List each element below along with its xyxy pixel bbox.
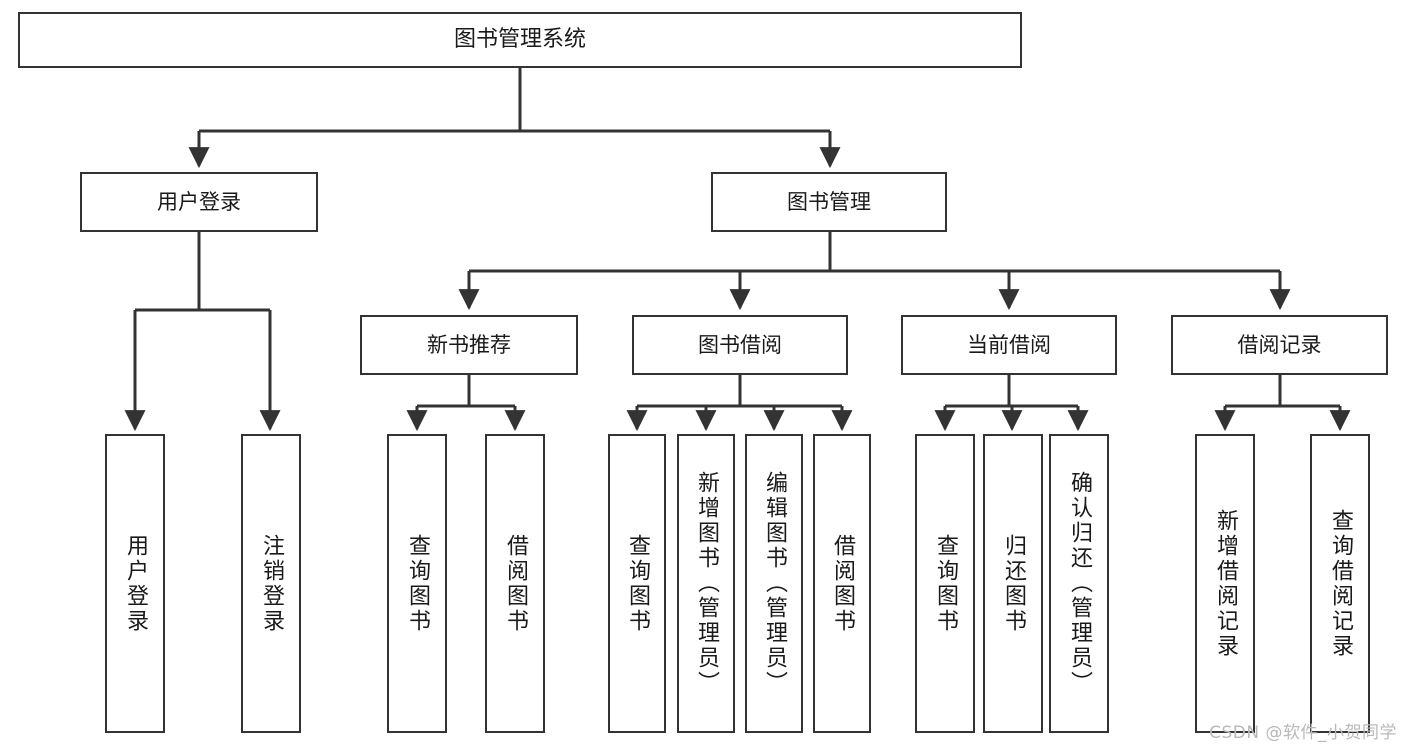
csdn-watermark: CSDN @软件_小贺同学 bbox=[1209, 723, 1397, 743]
node-book-management[interactable]: 图书管理 bbox=[711, 172, 947, 232]
node-book-borrow-label: 图书借阅 bbox=[698, 332, 782, 357]
node-leaf-confirm-return[interactable]: 确认归还（管理员） bbox=[1049, 434, 1109, 733]
node-leaf-query-book-1[interactable]: 查询图书 bbox=[387, 434, 447, 733]
node-leaf-user-login[interactable]: 用户登录 bbox=[105, 434, 165, 733]
node-book-borrow[interactable]: 图书借阅 bbox=[632, 315, 848, 375]
node-root[interactable]: 图书管理系统 bbox=[18, 12, 1022, 68]
node-leaf-borrow-book-1-label: 借阅图书 bbox=[503, 533, 528, 634]
node-leaf-edit-book-label: 编辑图书（管理员） bbox=[762, 471, 787, 696]
node-leaf-return-book-label: 归还图书 bbox=[1001, 533, 1026, 634]
node-leaf-query-book-2-label: 查询图书 bbox=[625, 533, 650, 634]
node-leaf-borrow-book-2-label: 借阅图书 bbox=[830, 533, 855, 634]
node-new-book-recommend[interactable]: 新书推荐 bbox=[360, 315, 578, 375]
node-root-label: 图书管理系统 bbox=[453, 27, 586, 53]
node-borrow-record-label: 借阅记录 bbox=[1237, 332, 1322, 357]
node-borrow-record[interactable]: 借阅记录 bbox=[1171, 315, 1388, 375]
node-current-borrow-label: 当前借阅 bbox=[967, 332, 1051, 357]
node-leaf-logout[interactable]: 注销登录 bbox=[241, 434, 301, 733]
node-current-borrow[interactable]: 当前借阅 bbox=[901, 315, 1117, 375]
node-leaf-edit-book[interactable]: 编辑图书（管理员） bbox=[745, 434, 803, 733]
node-leaf-query-book-3[interactable]: 查询图书 bbox=[915, 434, 975, 733]
node-leaf-add-book[interactable]: 新增图书（管理员） bbox=[677, 434, 735, 733]
node-leaf-query-record[interactable]: 查询借阅记录 bbox=[1310, 434, 1370, 733]
node-leaf-query-book-2[interactable]: 查询图书 bbox=[608, 434, 666, 733]
node-leaf-add-record[interactable]: 新增借阅记录 bbox=[1195, 434, 1255, 733]
node-user-login-label: 用户登录 bbox=[157, 189, 241, 214]
node-new-book-recommend-label: 新书推荐 bbox=[427, 332, 511, 357]
node-leaf-query-record-label: 查询借阅记录 bbox=[1328, 508, 1353, 659]
node-leaf-query-book-1-label: 查询图书 bbox=[405, 533, 430, 634]
node-leaf-user-login-label: 用户登录 bbox=[123, 533, 148, 634]
node-leaf-return-book[interactable]: 归还图书 bbox=[983, 434, 1043, 733]
node-book-management-label: 图书管理 bbox=[787, 189, 871, 214]
node-leaf-add-record-label: 新增借阅记录 bbox=[1213, 508, 1238, 659]
node-leaf-logout-label: 注销登录 bbox=[259, 533, 284, 634]
node-user-login[interactable]: 用户登录 bbox=[80, 172, 318, 232]
node-leaf-borrow-book-2[interactable]: 借阅图书 bbox=[813, 434, 871, 733]
node-leaf-confirm-return-label: 确认归还（管理员） bbox=[1067, 471, 1092, 696]
node-leaf-add-book-label: 新增图书（管理员） bbox=[694, 471, 719, 696]
node-leaf-query-book-3-label: 查询图书 bbox=[933, 533, 958, 634]
node-leaf-borrow-book-1[interactable]: 借阅图书 bbox=[485, 434, 545, 733]
